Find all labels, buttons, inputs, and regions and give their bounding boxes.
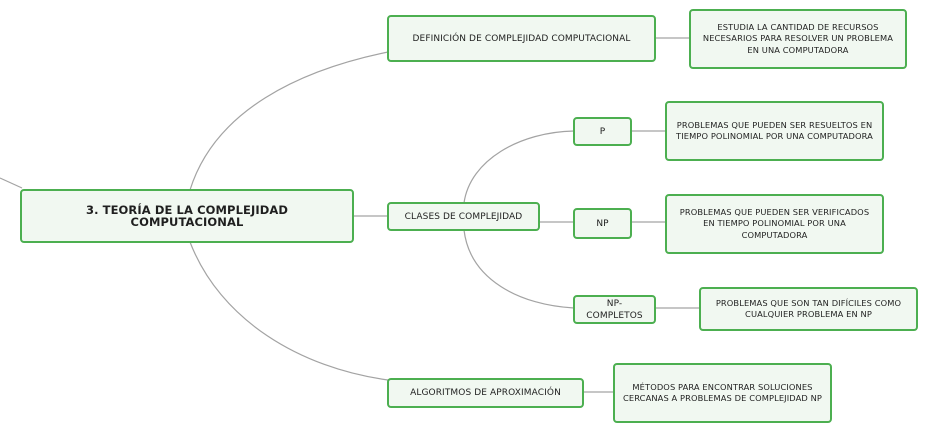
np-detail-node[interactable]: PROBLEMAS QUE PUEDEN SER VERIFICADOS EN … xyxy=(665,194,884,254)
connector-parent-to-root xyxy=(0,177,23,189)
p-node[interactable]: P xyxy=(573,117,632,146)
definicion-detail-node[interactable]: ESTUDIA LA CANTIDAD DE RECURSOS NECESARI… xyxy=(689,9,907,69)
definicion-node[interactable]: DEFINICIÓN DE COMPLEJIDAD COMPUTACIONAL xyxy=(387,15,656,62)
p-detail-node[interactable]: PROBLEMAS QUE PUEDEN SER RESUELTOS EN TI… xyxy=(665,101,884,161)
connector-root-to-algoritmos xyxy=(189,241,389,381)
np-node[interactable]: NP xyxy=(573,208,632,239)
npc-detail-node[interactable]: PROBLEMAS QUE SON TAN DIFÍCILES COMO CUA… xyxy=(699,287,918,331)
clases-node[interactable]: CLASES DE COMPLEJIDAD xyxy=(387,202,540,231)
connector-root-to-definicion xyxy=(189,51,389,191)
connector-clases-to-p xyxy=(463,130,575,204)
root-node[interactable]: 3. TEORÍA DE LA COMPLEJIDAD COMPUTACIONA… xyxy=(20,189,354,243)
npc-node[interactable]: NP-COMPLETOS xyxy=(573,295,656,324)
algoritmos-detail-node[interactable]: MÉTODOS PARA ENCONTRAR SOLUCIONES CERCAN… xyxy=(613,363,832,423)
connector-clases-to-npc xyxy=(463,229,575,309)
algoritmos-node[interactable]: ALGORITMOS DE APROXIMACIÓN xyxy=(387,378,584,408)
